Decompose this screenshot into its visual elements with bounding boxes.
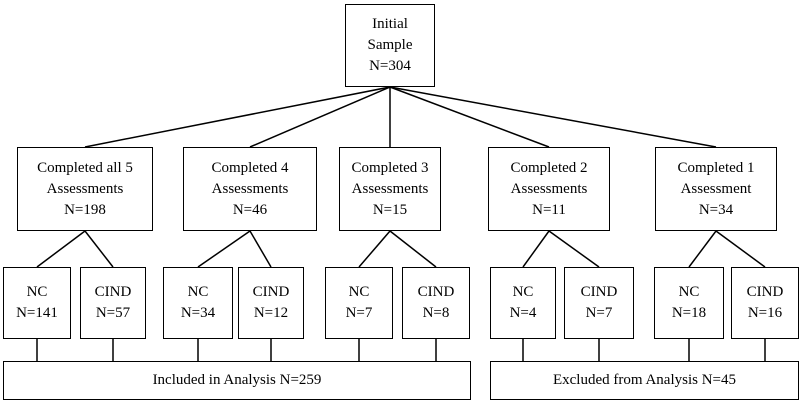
connector-group1-nc <box>36 230 86 268</box>
nc-box-group4: NC N=4 <box>490 267 556 339</box>
included-label: Included in Analysis N=259 <box>152 372 322 388</box>
box-line: N=34 <box>698 201 734 218</box>
box-line: NC <box>348 284 370 300</box>
box-line: N=12 <box>253 305 289 321</box>
initial-sample-box: Initial Sample N=304 <box>345 4 435 87</box>
connector-root-group2 <box>249 86 391 148</box>
connector-group5-cind <box>715 230 766 268</box>
cind-box-group5: CIND N=16 <box>731 267 799 339</box>
box-line: N=15 <box>372 201 408 218</box>
nc-box-group2: NC N=34 <box>163 267 233 339</box>
box-line: CIND <box>580 284 618 300</box>
box-line: N=11 <box>532 201 566 218</box>
completed-4-box: Completed 4 Assessments N=46 <box>183 147 317 231</box>
connector-group4-cind <box>548 230 600 268</box>
box-line: NC <box>26 284 48 300</box>
box-line: N=18 <box>671 305 707 321</box>
box-line: Assessments <box>211 180 289 197</box>
connector-group2-cind <box>249 230 272 268</box>
box-line: Completed all 5 <box>37 159 133 176</box>
connector-group4-nc <box>522 230 550 268</box>
box-line: CIND <box>417 284 455 300</box>
box-line: N=8 <box>422 305 450 321</box>
completed-all-5-box: Completed all 5 Assessments N=198 <box>17 147 153 231</box>
box-line: Completed 1 <box>677 159 755 176</box>
connector-group5-nc <box>688 230 717 268</box>
connector-group3-nc <box>358 230 391 268</box>
connector-root-group1 <box>84 86 391 148</box>
cind-box-group3: CIND N=8 <box>402 267 470 339</box>
box-line: Initial <box>372 16 408 32</box>
box-line: Completed 2 <box>510 159 588 176</box>
nc-box-group5: NC N=18 <box>654 267 724 339</box>
connector-root-group4 <box>389 86 550 148</box>
box-line: Assessments <box>46 180 124 197</box>
completed-1-box: Completed 1 Assessment N=34 <box>655 147 777 231</box>
box-line: Completed 3 <box>351 159 429 176</box>
box-line: N=7 <box>585 305 613 321</box>
cind-box-group2: CIND N=12 <box>238 267 304 339</box>
excluded-label: Excluded from Analysis N=45 <box>552 372 737 388</box>
box-line: Assessment <box>680 180 752 197</box>
box-line: Assessments <box>510 180 588 197</box>
box-line: NC <box>512 284 534 300</box>
excluded-from-analysis-bar: Excluded from Analysis N=45 <box>490 361 799 400</box>
box-line: CIND <box>252 284 290 300</box>
completed-2-box: Completed 2 Assessments N=11 <box>488 147 610 231</box>
box-line: Completed 4 <box>211 159 289 176</box>
cind-box-group1: CIND N=57 <box>80 267 146 339</box>
connector-root-group5 <box>389 86 717 148</box>
box-line: N=304 <box>369 58 411 74</box>
box-line: N=141 <box>16 305 58 321</box>
connector-group1-cind <box>84 230 114 268</box>
connector-group2-nc <box>197 230 251 268</box>
box-line: N=34 <box>180 305 216 321</box>
box-line: NC <box>187 284 209 300</box>
completed-3-box: Completed 3 Assessments N=15 <box>339 147 441 231</box>
box-line: Sample <box>367 37 413 53</box>
box-line: N=7 <box>345 305 373 321</box>
box-line: CIND <box>94 284 132 300</box>
box-line: CIND <box>746 284 784 300</box>
box-line: N=16 <box>747 305 783 321</box>
box-line: N=198 <box>64 201 106 218</box>
cind-box-group4: CIND N=7 <box>564 267 634 339</box>
included-in-analysis-bar: Included in Analysis N=259 <box>3 361 471 400</box>
box-line: Assessments <box>351 180 429 197</box>
box-line: N=46 <box>232 201 268 218</box>
nc-box-group3: NC N=7 <box>325 267 393 339</box>
nc-box-group1: NC N=141 <box>3 267 71 339</box>
connector-group3-cind <box>389 230 437 268</box>
box-line: N=57 <box>95 305 131 321</box>
box-line: N=4 <box>509 305 537 321</box>
box-line: NC <box>678 284 700 300</box>
